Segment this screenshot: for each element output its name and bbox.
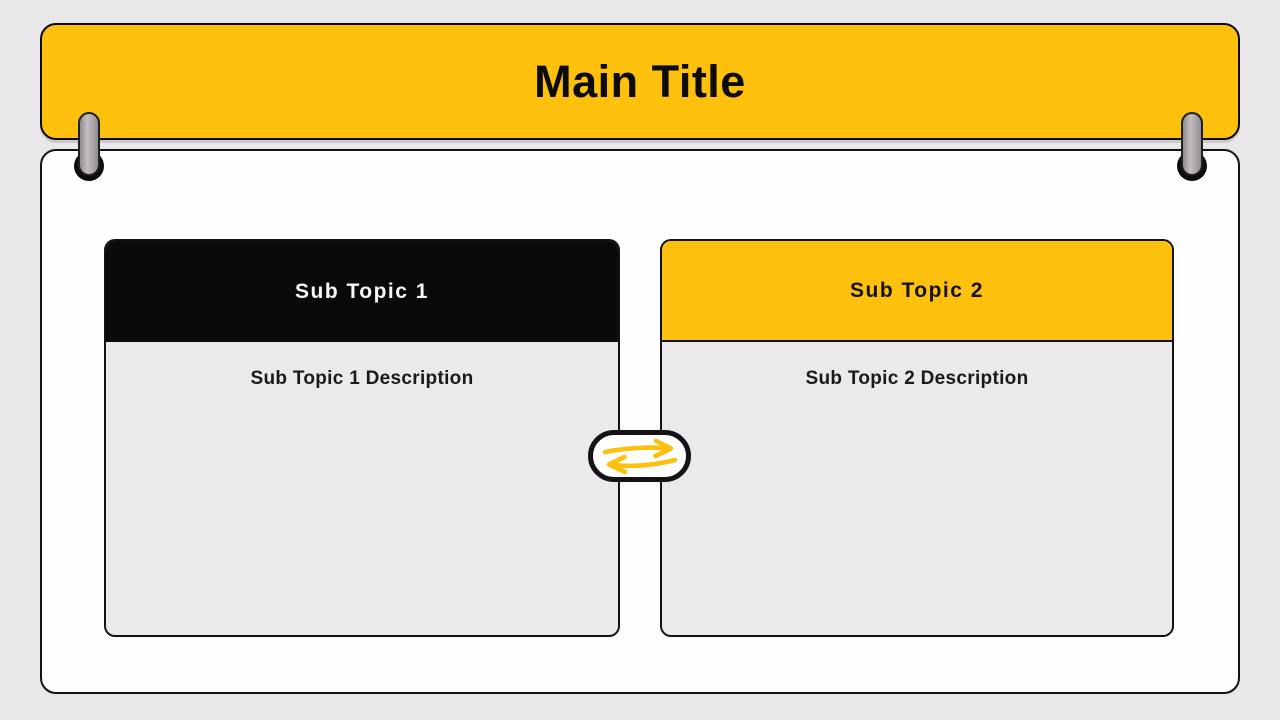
pin-body — [78, 112, 100, 176]
swap-connector — [588, 430, 691, 482]
card-1-body: Sub Topic 1 Description — [106, 342, 618, 390]
card-1-description: Sub Topic 1 Description — [250, 368, 474, 389]
card-2-body: Sub Topic 2 Description — [662, 342, 1172, 390]
main-title: Main Title — [534, 55, 746, 107]
card-sub-topic-2: Sub Topic 2 Sub Topic 2 Description — [660, 239, 1174, 637]
card-2-header: Sub Topic 2 — [662, 241, 1172, 342]
rivet-pin-icon-right — [1174, 112, 1210, 182]
swap-arrows-icon — [602, 438, 677, 475]
pin-body — [1181, 112, 1203, 176]
card-1-header: Sub Topic 1 — [106, 241, 618, 342]
card-1-title: Sub Topic 1 — [295, 279, 429, 303]
rivet-pin-icon-left — [71, 112, 107, 182]
card-2-title: Sub Topic 2 — [850, 278, 984, 302]
card-sub-topic-1: Sub Topic 1 Sub Topic 1 Description — [104, 239, 620, 637]
card-2-description: Sub Topic 2 Description — [805, 368, 1029, 389]
main-title-banner: Main Title — [40, 23, 1240, 140]
